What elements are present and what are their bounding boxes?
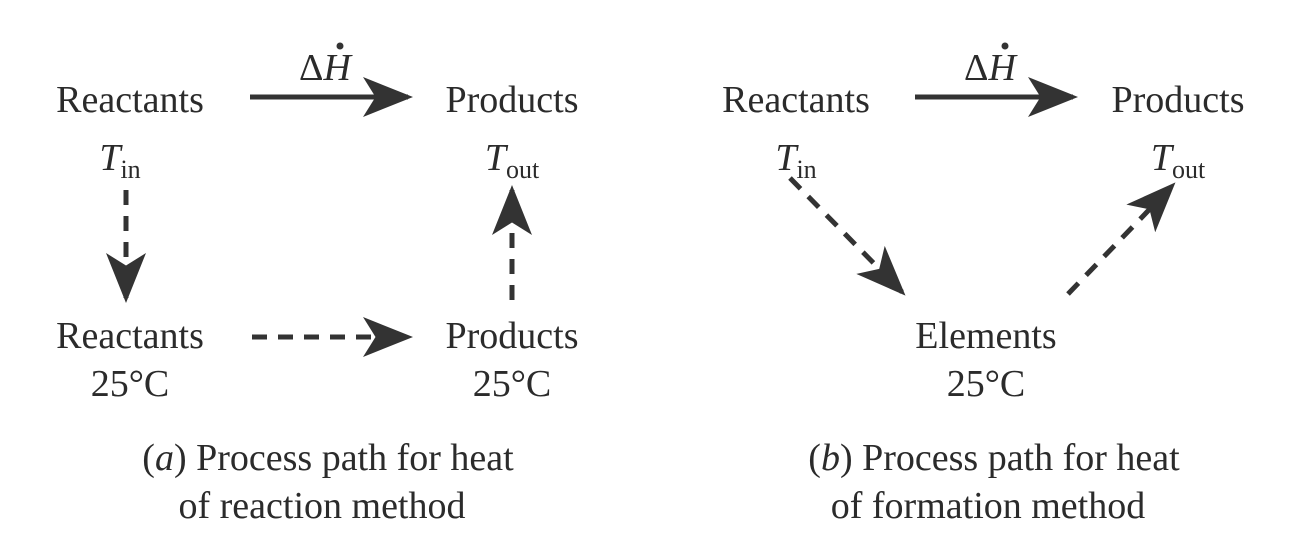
temp-symbol: T [1151,137,1175,179]
panel-b-products-label: Products [1112,79,1245,121]
panel-b-up-diagonal-arrow [1066,182,1176,296]
panel-b-down-diagonal-arrow [788,176,906,296]
panel-a-products-25-temp: 25°C [473,363,552,405]
temp-subscript: in [796,155,816,184]
panel-b-reactants-label: Reactants [722,79,870,121]
panel-a-reactants-temp: Tin [99,137,140,184]
panel-a-products-temp: Tout [485,137,540,184]
caption-open-paren: ( [142,437,155,479]
enthalpy-symbol: H [987,47,1018,89]
panel-b-elements-label: Elements [915,315,1056,357]
panel-a-reactants-25-temp: 25°C [91,363,170,405]
temp-symbol: T [99,137,123,179]
delta-symbol: Δ [964,47,988,89]
panel-a: Reactants Tin Products Tout ΔH Reactants… [56,42,579,527]
panel-b-delta-h-label: ΔH [964,47,1018,89]
temp-subscript: out [506,155,540,184]
panel-b-caption-line2: of formation method [831,485,1145,527]
temp-symbol: T [485,137,509,179]
temp-subscript: in [120,155,140,184]
panel-a-reactants-label: Reactants [56,79,204,121]
panel-a-caption-line2: of reaction method [178,485,465,527]
panel-a-reactants-25-label: Reactants [56,315,204,357]
panel-b-caption-line1: (b) Process path for heat [808,437,1180,479]
panel-b-reactants-temp: Tin [775,137,816,184]
temp-symbol: T [775,137,799,179]
panel-a-rate-dot [336,42,344,50]
panel-a-delta-h-label: ΔH [299,47,353,89]
temp-subscript: out [1172,155,1206,184]
delta-symbol: Δ [299,47,323,89]
panel-b-rate-dot [1001,42,1009,50]
caption-text: ) Process path for heat [840,437,1180,479]
enthalpy-symbol: H [322,47,353,89]
panel-a-caption-line1: (a) Process path for heat [142,437,514,479]
panel-b: Reactants Tin Products Tout ΔH Elements … [722,42,1245,527]
panel-b-elements-temp: 25°C [947,363,1026,405]
panel-b-products-temp: Tout [1151,137,1206,184]
panel-a-products-25-label: Products [446,315,579,357]
panel-a-products-label: Products [446,79,579,121]
caption-text: ) Process path for heat [174,437,514,479]
caption-letter: b [821,437,840,479]
caption-letter: a [155,437,174,479]
caption-open-paren: ( [808,437,821,479]
